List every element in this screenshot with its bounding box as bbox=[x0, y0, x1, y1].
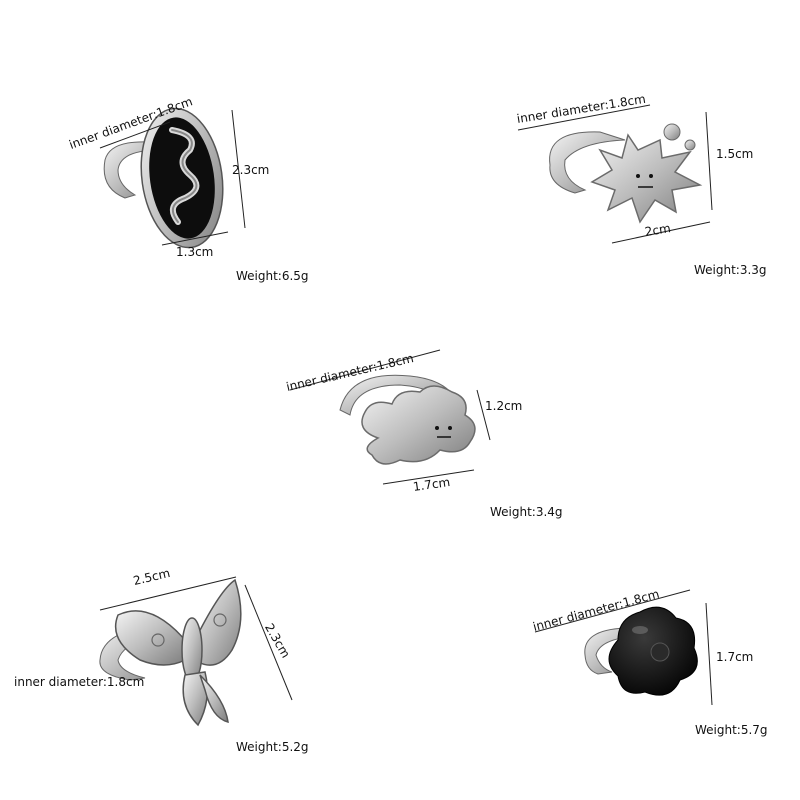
ring-moth bbox=[99, 576, 293, 727]
ring1-width-label: 1.3cm bbox=[176, 245, 214, 259]
ring1-weight-label: Weight:6.5g bbox=[236, 269, 309, 283]
ring-flower bbox=[534, 589, 713, 706]
ring4-inner-diameter-label: inner diameter:1.8cm bbox=[14, 675, 145, 689]
ring2-height-label: 1.5cm bbox=[716, 147, 754, 161]
ring-splash bbox=[517, 104, 713, 244]
ring5-height-label: 1.7cm bbox=[716, 650, 754, 664]
ring1-height-label: 2.3cm bbox=[232, 163, 270, 177]
ring-cloud bbox=[289, 349, 491, 485]
ring5-weight-label: Weight:5.7g bbox=[695, 723, 768, 737]
ring-snake bbox=[99, 107, 246, 249]
ring3-height-label: 1.2cm bbox=[485, 399, 523, 413]
ring2-weight-label: Weight:3.3g bbox=[694, 263, 767, 277]
ring4-weight-label: Weight:5.2g bbox=[236, 740, 309, 754]
ring3-weight-label: Weight:3.4g bbox=[490, 505, 563, 519]
